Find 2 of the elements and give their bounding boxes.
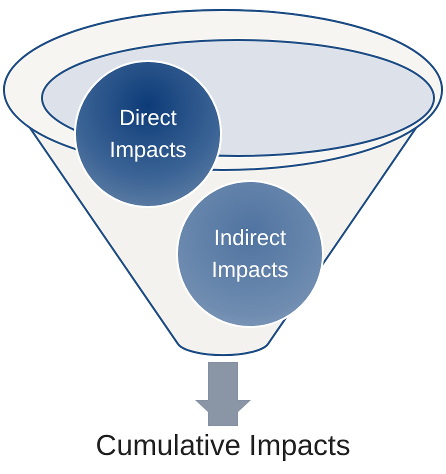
result-label: Cumulative Impacts — [96, 426, 350, 466]
down-arrow — [195, 362, 251, 426]
